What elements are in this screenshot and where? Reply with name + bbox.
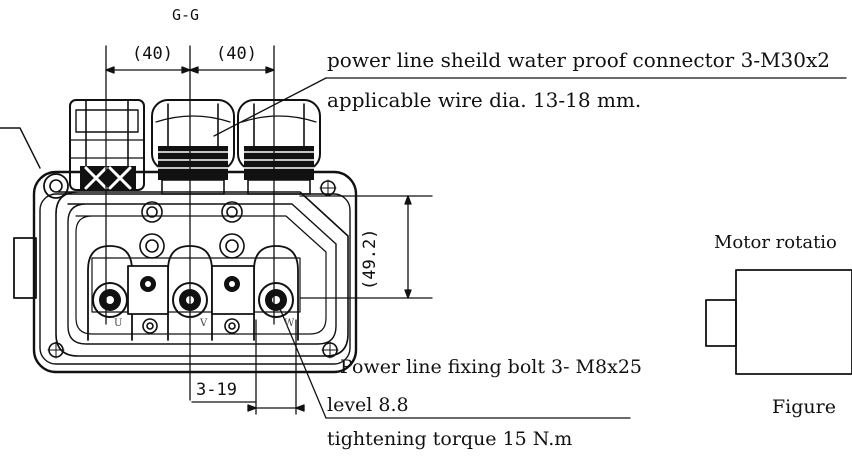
bolt-annotation-line1: Power line fixing bolt 3- M8x25 [340,356,642,378]
connector-annotation-line1: power line sheild water proof connector … [327,48,831,72]
phase-mark-u: U [114,318,123,329]
dimension-height-label: (49.2) [360,228,380,290]
terminal-lug [253,245,299,341]
dimension-pitch-left: (40) [132,44,173,64]
dimension-pitch [105,45,275,401]
housing-boss [139,201,245,259]
bolt-leader [277,303,631,419]
connector-annotation-line2: applicable wire dia. 13-18 mm. [327,88,642,112]
motor-figure [705,269,852,375]
mounting-hole [43,173,339,359]
connector-leader [213,77,847,137]
cable-gland-middle [151,99,235,195]
dimension-bolt-span-label: 3-19 [196,380,237,400]
dimension-bolt-span [191,319,305,415]
dimension-pitch-right: (40) [216,44,257,64]
insulator-block [127,265,255,315]
cable-gland-left [69,99,145,191]
phase-mark-w: W [284,318,295,329]
bolt-annotation-line3: tightening torque 15 N.m [327,428,573,450]
section-label: G-G [172,6,200,24]
bolt-annotation-line2: level 8.8 [327,394,409,416]
terminal-plate [91,257,301,313]
phase-mark-v: V [200,318,208,329]
dimension-height [299,195,433,299]
motor-rotation-label: Motor rotatio [714,232,837,253]
cable-gland-right [237,99,321,195]
terminal-lug [87,245,133,341]
left-leader-line [0,127,41,169]
figure-label: Figure [772,396,836,418]
housing-boss [142,318,240,334]
junction-box-housing [13,170,358,374]
